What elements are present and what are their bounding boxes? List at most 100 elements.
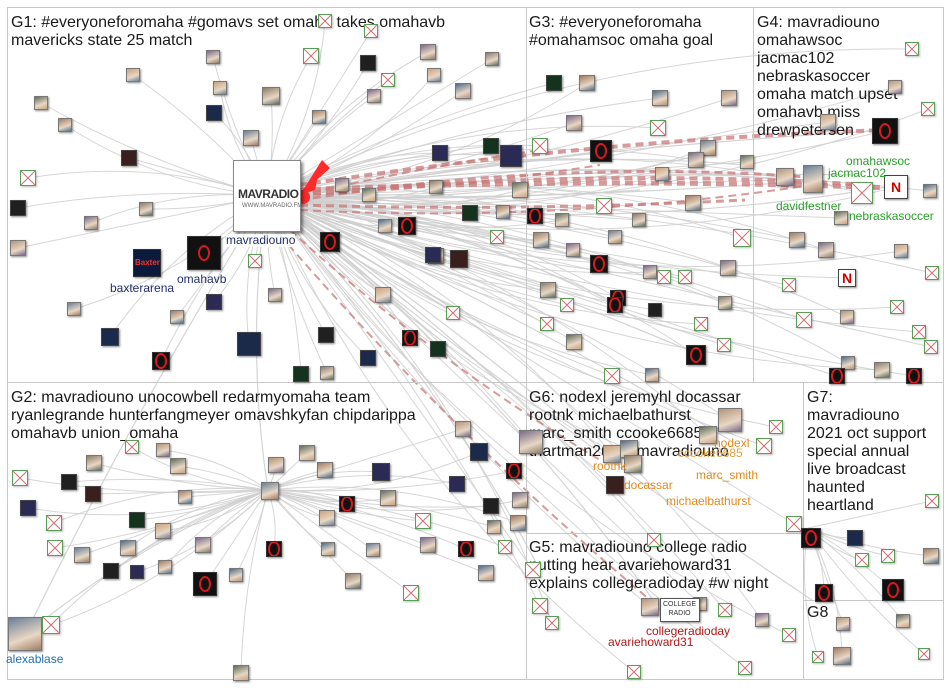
baxterarena-node[interactable]: Baxter — [133, 249, 161, 277]
missing-image-node[interactable] — [303, 48, 319, 64]
profile-photo-node[interactable] — [455, 83, 471, 99]
profile-photo-node[interactable] — [685, 195, 701, 211]
missing-image-node[interactable] — [415, 513, 431, 529]
missing-image-node[interactable] — [381, 73, 395, 87]
profile-photo-node[interactable] — [362, 188, 376, 202]
missing-image-node[interactable] — [647, 533, 661, 547]
profile-photo-node[interactable] — [510, 515, 526, 531]
profile-photo-node[interactable] — [335, 178, 349, 192]
profile-photo-node[interactable] — [243, 130, 259, 146]
missing-image-node[interactable] — [248, 254, 262, 268]
profile-photo-node[interactable] — [86, 455, 102, 471]
nebraska-logo-node[interactable]: N — [884, 175, 908, 199]
profile-photo-node[interactable] — [894, 244, 908, 258]
missing-image-node[interactable] — [540, 317, 554, 331]
logo-avatar-node[interactable] — [20, 500, 36, 516]
profile-photo-node[interactable] — [429, 180, 443, 194]
profile-photo-node[interactable] — [155, 523, 171, 539]
logo-avatar-node[interactable] — [61, 474, 77, 490]
profile-photo-node[interactable] — [820, 114, 836, 130]
logo-avatar-node[interactable] — [847, 530, 863, 546]
profile-photo-node[interactable] — [840, 310, 854, 324]
profile-photo-node[interactable] — [195, 537, 211, 553]
profile-photo-node[interactable] — [345, 573, 361, 589]
missing-image-node[interactable] — [738, 661, 752, 675]
missing-image-node[interactable] — [364, 24, 378, 38]
missing-image-node[interactable] — [20, 170, 36, 186]
profile-photo-node[interactable] — [170, 310, 184, 324]
missing-image-node[interactable] — [718, 603, 732, 617]
profile-photo-node[interactable] — [803, 165, 823, 193]
profile-photo-node[interactable] — [776, 168, 794, 186]
profile-photo-node[interactable] — [317, 462, 333, 478]
profile-photo-node[interactable] — [699, 426, 717, 444]
profile-photo-node[interactable] — [378, 219, 392, 233]
omaha-logo-node[interactable] — [266, 541, 282, 557]
profile-photo-node[interactable] — [841, 356, 855, 370]
omaha-logo-node[interactable] — [590, 255, 608, 273]
profile-photo-node[interactable] — [512, 492, 528, 508]
missing-image-node[interactable] — [890, 300, 904, 314]
logo-avatar-node[interactable] — [293, 366, 309, 382]
profile-photo-node[interactable] — [8, 617, 42, 651]
logo-avatar-node[interactable] — [103, 563, 119, 579]
logo-avatar-node[interactable] — [470, 443, 488, 461]
omaha-logo-node[interactable] — [402, 330, 418, 346]
profile-photo-node[interactable] — [262, 87, 280, 105]
profile-photo-node[interactable] — [420, 44, 436, 60]
missing-image-node[interactable] — [532, 138, 548, 154]
profile-photo-node[interactable] — [268, 457, 284, 473]
missing-image-node[interactable] — [782, 278, 796, 292]
missing-image-node[interactable] — [678, 270, 692, 284]
profile-photo-node[interactable] — [652, 90, 668, 106]
missing-image-node[interactable] — [125, 440, 139, 454]
mavradiouno-hub-node[interactable]: MAVRADIO WWW.MAVRADIO.FM — [233, 160, 302, 232]
missing-image-node[interactable] — [925, 494, 939, 508]
missing-image-node[interactable] — [924, 340, 938, 354]
profile-photo-node[interactable] — [496, 205, 510, 219]
logo-avatar-node[interactable] — [85, 486, 101, 502]
profile-photo-node[interactable] — [321, 542, 335, 556]
profile-photo-node[interactable] — [455, 421, 471, 437]
profile-photo-node[interactable] — [923, 548, 939, 564]
logo-avatar-node[interactable] — [449, 476, 465, 492]
profile-photo-node[interactable] — [643, 265, 657, 279]
omaha-logo-node[interactable] — [527, 208, 543, 224]
profile-photo-node[interactable] — [740, 155, 754, 169]
profile-photo-node[interactable] — [700, 140, 716, 156]
missing-image-node[interactable] — [650, 120, 666, 136]
profile-photo-node[interactable] — [519, 430, 543, 454]
logo-avatar-node[interactable] — [606, 476, 624, 494]
omaha-logo-node[interactable] — [882, 579, 904, 601]
profile-photo-node[interactable] — [380, 490, 396, 506]
omaha-logo-node[interactable] — [458, 541, 474, 557]
missing-image-node[interactable] — [756, 438, 772, 454]
profile-photo-node[interactable] — [718, 408, 742, 432]
logo-avatar-node[interactable] — [129, 512, 145, 528]
profile-photo-node[interactable] — [67, 302, 81, 316]
profile-photo-node[interactable] — [485, 52, 499, 66]
omaha-logo-node[interactable] — [801, 528, 821, 548]
missing-image-node[interactable] — [627, 665, 641, 679]
omaha-logo-node[interactable] — [590, 140, 612, 162]
profile-photo-node[interactable] — [632, 213, 646, 227]
missing-image-node[interactable] — [881, 549, 895, 563]
profile-photo-node[interactable] — [888, 80, 902, 94]
logo-avatar-node[interactable] — [483, 498, 499, 514]
profile-photo-node[interactable] — [555, 213, 569, 227]
profile-photo-node[interactable] — [170, 458, 186, 474]
missing-image-node[interactable] — [545, 616, 559, 630]
profile-photo-node[interactable] — [566, 243, 580, 257]
profile-photo-node[interactable] — [10, 240, 26, 256]
missing-image-node[interactable] — [733, 229, 751, 247]
missing-image-node[interactable] — [446, 306, 460, 320]
omaha-logo-node[interactable] — [829, 368, 845, 384]
missing-image-node[interactable] — [604, 368, 620, 384]
profile-photo-node[interactable] — [566, 115, 582, 131]
omaha-logo-node[interactable] — [686, 345, 706, 365]
omaha-logo-node[interactable] — [398, 217, 416, 235]
logo-avatar-node[interactable] — [372, 463, 390, 481]
profile-photo-node[interactable] — [624, 455, 642, 473]
missing-image-node[interactable] — [918, 648, 930, 660]
missing-image-node[interactable] — [498, 540, 512, 554]
